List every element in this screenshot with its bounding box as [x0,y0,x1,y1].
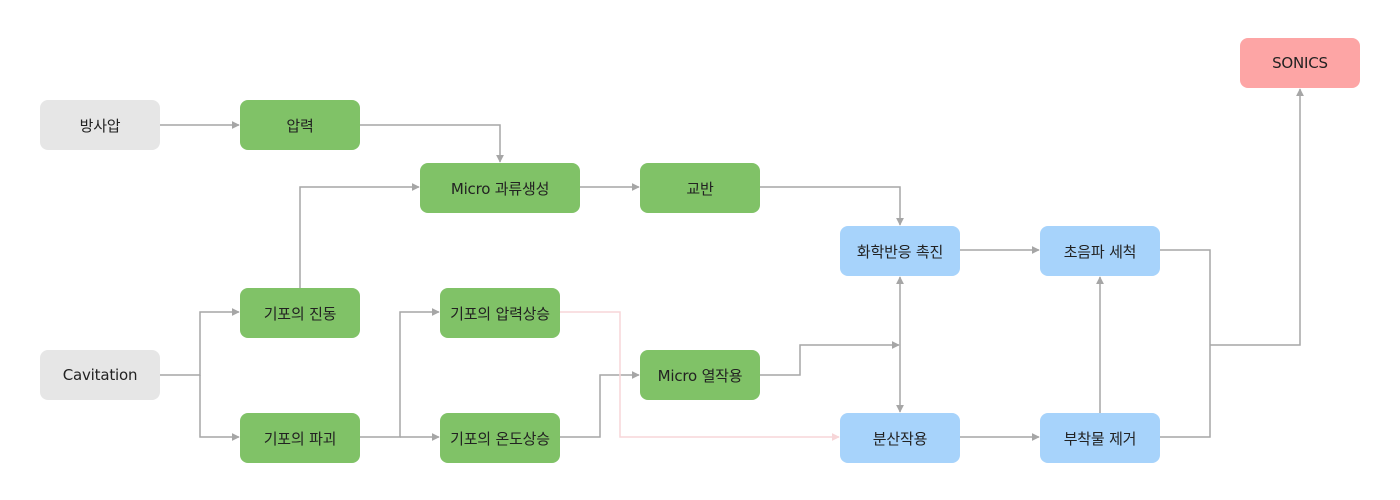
edge-pressrise-to-disperse [560,311,840,441]
edge-collapse-to-pressrise [360,308,440,438]
node-bubble-vibration-label: 기포의 진동 [263,304,337,323]
node-micro-heat: Micro 열작용 [640,350,760,400]
edge-merge-to-sonics [1210,88,1304,346]
node-sonics-label: SONICS [1272,54,1328,72]
node-cavitation: Cavitation [40,350,160,400]
node-stirring-label: 교반 [686,179,714,198]
node-bubble-temperature-rise: 기포의 온도상승 [440,413,560,463]
node-dispersion: 분산작용 [840,413,960,463]
node-micro-flow: Micro 과류생성 [420,163,580,213]
node-deposit-removal-label: 부착물 제거 [1063,429,1137,448]
node-sonics: SONICS [1240,38,1360,88]
node-stirring: 교반 [640,163,760,213]
node-pressure: 압력 [240,100,360,150]
node-ultrasonic-cleaning-label: 초음파 세척 [1063,242,1137,261]
node-bubble-collapse-label: 기포의 파괴 [263,429,337,448]
node-cavitation-label: Cavitation [62,366,138,384]
node-bubble-collapse: 기포의 파괴 [240,413,360,463]
edge-cavitation-to-collapse [199,375,240,441]
node-ultrasonic-cleaning: 초음파 세척 [1040,226,1160,276]
node-bubble-temperature-rise-label: 기포의 온도상승 [450,429,550,448]
node-bangsaap-label: 방사압 [79,116,121,135]
edge-pressure-to-microflow [360,124,504,163]
node-pressure-label: 압력 [286,116,314,135]
node-bubble-pressure-rise-label: 기포의 압력상승 [450,304,550,323]
edge-temprise-to-microheat [560,371,640,438]
node-micro-flow-label: Micro 과류생성 [450,179,550,198]
node-bubble-vibration: 기포의 진동 [240,288,360,338]
node-bubble-pressure-rise: 기포의 압력상승 [440,288,560,338]
node-micro-heat-label: Micro 열작용 [657,366,743,385]
edge-stir-to-chem [760,186,904,226]
node-bangsaap: 방사압 [40,100,160,150]
edge-microheat-to-junction [760,341,900,376]
edge-vibration-to-microflow [299,183,420,288]
node-deposit-removal: 부착물 제거 [1040,413,1160,463]
node-chemical-reaction-label: 화학반응 촉진 [856,242,944,261]
edge-cavitation-to-vibration [160,308,240,376]
edge-clean-to-merge [1160,249,1211,438]
node-dispersion-label: 분산작용 [872,429,928,448]
node-chemical-reaction: 화학반응 촉진 [840,226,960,276]
